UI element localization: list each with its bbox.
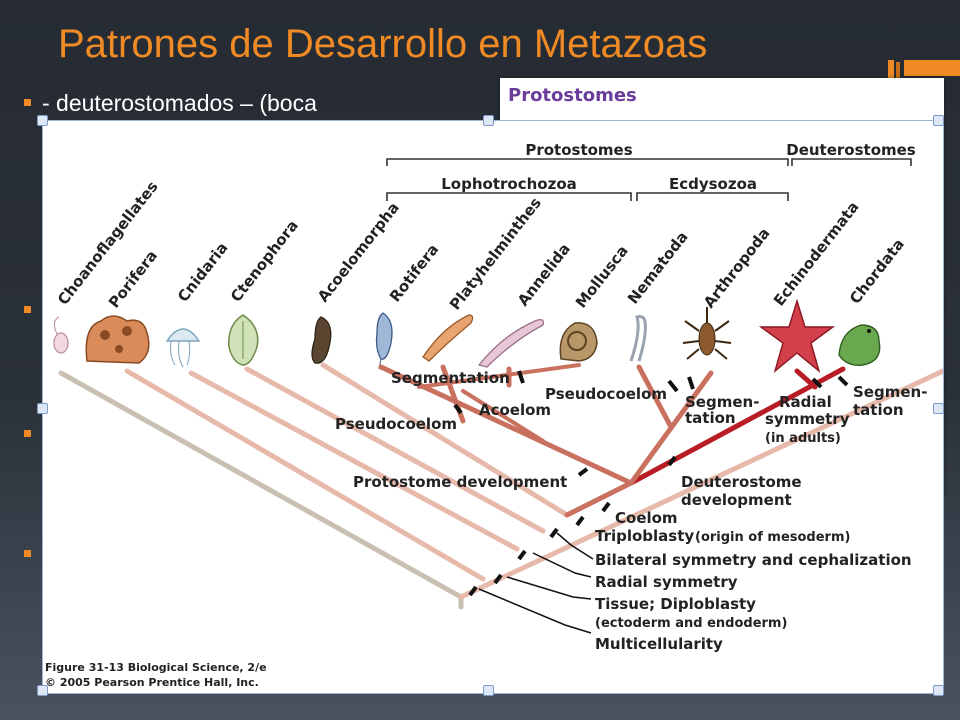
trait-bilateral-symmetry: Bilateral symmetry and cephalization xyxy=(595,551,912,569)
slide-title: Patrones de Desarrollo en Metazoas xyxy=(58,22,708,66)
trait-multicellularity: Multicellularity xyxy=(595,635,723,653)
taxon-label: Annelida xyxy=(514,240,574,310)
trait-markers xyxy=(453,370,849,597)
trait-leaders xyxy=(478,532,594,634)
decorative-bar xyxy=(904,60,960,76)
lophotrochozoa-label: Lophotrochozoa xyxy=(441,175,577,193)
trait-triploblasty-note: (origin of mesoderm) xyxy=(695,530,850,545)
trait-tissue: Tissue; Diploblasty xyxy=(595,595,756,613)
trait-segmentation: Segmentation xyxy=(391,369,510,387)
choanoflagellate-icon xyxy=(53,316,69,354)
trait-segmentation: tation xyxy=(685,409,736,427)
trait-acoelom: Acoelom xyxy=(479,401,551,419)
deuterostome-stem xyxy=(628,366,846,486)
bullet-icon xyxy=(24,550,31,557)
bullet-text: - deuterostomados – (boca xyxy=(42,90,317,116)
clade-brackets xyxy=(386,158,912,201)
choanoflagellates-branch xyxy=(58,370,464,600)
taxon-label: Mollusca xyxy=(572,242,632,312)
ecdysozoa-bracket xyxy=(636,192,789,201)
trait-protostome-development: Protostome development xyxy=(353,473,567,491)
trait-triploblasty: Triploblasty xyxy=(595,527,694,545)
ecdysozoa-label: Ecdysozoa xyxy=(669,175,757,193)
cnidaria-branch xyxy=(188,370,520,552)
resize-handle[interactable] xyxy=(37,115,48,126)
trait-radial-symmetry: Radial symmetry xyxy=(595,573,738,591)
resize-handle[interactable] xyxy=(37,403,48,414)
trait-radial-symmetry: Radial xyxy=(779,393,832,411)
figure-copyright: © 2005 Pearson Prentice Hall, Inc. xyxy=(45,676,259,689)
porifera-branch xyxy=(124,368,486,582)
deuterostomes-bracket xyxy=(791,158,912,166)
organism-illustrations xyxy=(53,298,881,373)
annelid-icon xyxy=(477,319,544,368)
resize-handle[interactable] xyxy=(933,115,944,126)
taxon-label: Cnidaria xyxy=(174,239,232,306)
ctenophore-icon xyxy=(228,314,259,366)
bullet-icon xyxy=(24,430,31,437)
acoelomorpha-branch xyxy=(320,362,570,518)
taxon-label: Ctenophora xyxy=(227,217,302,306)
decorative-bar xyxy=(896,62,900,84)
protostomes-bracket xyxy=(386,158,789,166)
taxon-label: Nematoda xyxy=(624,228,692,308)
trait-pseudocoelom: Pseudocoelom xyxy=(335,415,457,433)
bilateria-stem xyxy=(458,368,943,600)
trait-pseudocoelom: Pseudocoelom xyxy=(545,385,667,403)
nematoda-branch xyxy=(636,364,674,430)
resize-handle[interactable] xyxy=(933,685,944,696)
acoelomorph-icon xyxy=(311,316,332,364)
trait-segmentation: Segmen- xyxy=(685,393,759,411)
ctenophora-branch xyxy=(244,366,546,534)
protostomes-label: Protostomes xyxy=(525,141,632,159)
starfish-icon xyxy=(758,298,836,373)
resize-handle[interactable] xyxy=(933,403,944,414)
trait-radial-symmetry: symmetry xyxy=(765,410,850,428)
arthropod-icon xyxy=(682,307,732,360)
flatworm-icon xyxy=(422,314,474,362)
bullet-icon xyxy=(24,99,31,106)
chordate-icon xyxy=(838,324,881,366)
resize-handle[interactable] xyxy=(483,685,494,696)
taxon-label: Choanoflagellates xyxy=(54,178,162,309)
sponge-icon xyxy=(85,315,150,364)
taxon-label: Rotifera xyxy=(386,240,442,305)
echinodermata-branch xyxy=(794,368,818,390)
lophotrochozoa-crown xyxy=(417,363,581,389)
cnidarian-icon xyxy=(165,328,201,368)
background-figure-title: Protostomes xyxy=(508,85,637,106)
rotifer-icon xyxy=(375,312,393,370)
resize-handle[interactable] xyxy=(37,685,48,696)
protostome-stem xyxy=(564,480,634,518)
taxon-label: Chordata xyxy=(846,235,908,307)
phylogeny-tree: Protostomes Deuterostomes Lophotrochozoa… xyxy=(45,141,943,689)
deuterostomes-label: Deuterostomes xyxy=(786,141,916,159)
bullet-icon xyxy=(24,306,31,313)
taxon-label: Arthropoda xyxy=(700,224,774,311)
lophotrochozoa-bracket xyxy=(386,192,632,201)
trait-segmentation: tation xyxy=(853,401,904,419)
trait-radial-symmetry-note: (in adults) xyxy=(765,431,841,446)
figure-caption: Figure 31-13 Biological Science, 2/e xyxy=(45,661,267,674)
phylogeny-figure[interactable]: Protostomes Deuterostomes Lophotrochozoa… xyxy=(42,120,944,694)
resize-handle[interactable] xyxy=(483,115,494,126)
decorative-bar xyxy=(888,60,894,86)
trait-tissue-note: (ectoderm and endoderm) xyxy=(595,616,787,631)
trait-segmentation: Segmen- xyxy=(853,383,927,401)
nematode-icon xyxy=(629,315,647,362)
lophotrochozoa-inner xyxy=(461,389,545,443)
taxon-label: Porifera xyxy=(105,247,161,312)
trait-deuterostome-development: development xyxy=(681,491,792,509)
tree-branches xyxy=(58,362,943,610)
mollusc-icon xyxy=(559,322,598,362)
trait-deuterostome-development: Deuterostome xyxy=(681,473,802,491)
trait-coelom: Coelom xyxy=(615,509,678,527)
